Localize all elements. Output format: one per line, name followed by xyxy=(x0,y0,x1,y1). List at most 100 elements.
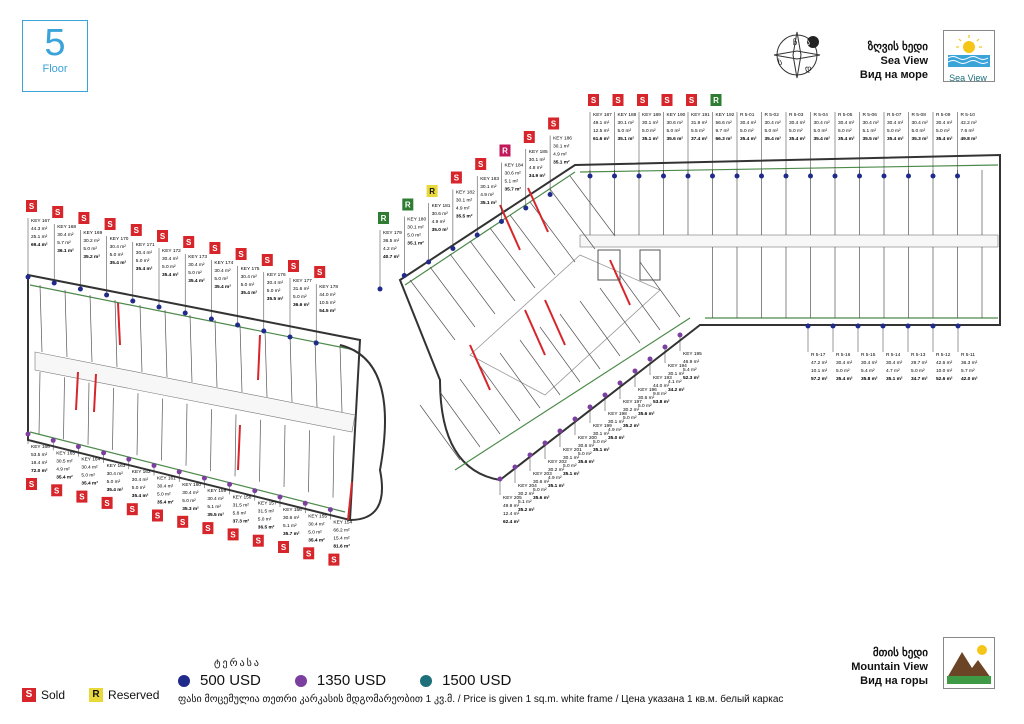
unit-terrace-area: 5.0 m² xyxy=(912,128,926,134)
unit-terrace-area: 5.0 m² xyxy=(241,282,255,288)
unit-area: 30.1 m² xyxy=(563,455,580,461)
unit-key: KEY 162 xyxy=(132,469,151,475)
sea-view-ru: Вид на море xyxy=(859,69,928,81)
unit-total-area: 35.1 m² xyxy=(618,136,635,142)
unit-key: KEY 188 xyxy=(618,112,637,118)
unit-area: 29.7 m² xyxy=(911,360,928,366)
unit-price-dot xyxy=(75,444,81,450)
unit-area: 30.4 m² xyxy=(57,232,74,238)
stair-core xyxy=(597,249,621,281)
unit-total-area: 35.4 m² xyxy=(836,376,853,382)
unit-price-dot xyxy=(261,328,267,334)
left-bottom-divider xyxy=(185,403,188,466)
left-bottom-divider xyxy=(112,387,114,450)
unit-area: 46.9 m² xyxy=(683,359,700,365)
unit-terrace-area: 12.4 m² xyxy=(503,511,520,517)
unit-terrace-area: 7.6 m² xyxy=(961,128,975,134)
unit-total-area: 52.6 m² xyxy=(936,376,953,382)
unit-key: R 5-11 xyxy=(961,352,975,358)
unit-terrace-area: 5.0 m² xyxy=(157,492,171,498)
unit-key: KEY 191 xyxy=(691,112,710,118)
mountain-view-label: მთის ხედი Mountain View Вид на горы xyxy=(800,646,928,688)
unit-terrace-area: 5.0 m² xyxy=(188,270,202,276)
unit-price-dot xyxy=(636,173,642,179)
unit-key: R 5-13 xyxy=(911,352,926,358)
unit-key: KEY 186 xyxy=(553,136,572,142)
left-bottom-divider xyxy=(38,371,41,435)
unit-total-area: 61.6 m² xyxy=(593,136,610,142)
unit-terrace-area: 10.1 m² xyxy=(811,368,828,374)
unit-total-area: 37.3 m² xyxy=(233,518,250,524)
unit-terrace-area: 4.2 m² xyxy=(383,246,397,252)
unit-terrace-area: 12.5 m² xyxy=(593,128,610,134)
unit-key: R 5-16 xyxy=(836,352,851,358)
left-top-divider xyxy=(164,309,168,378)
unit-area: 30.1 m² xyxy=(642,120,659,126)
compass-e: ა xyxy=(806,38,811,47)
left-top-divider xyxy=(114,299,118,368)
diag-lower-divider xyxy=(459,378,501,435)
unit-total-area: 35.4 m² xyxy=(838,136,855,142)
price-dot-500 xyxy=(178,674,190,687)
unit-price-dot xyxy=(499,219,504,224)
unit-total-area: 36.5 m² xyxy=(258,525,275,531)
unit-key: KEY 166 xyxy=(31,444,50,450)
unit-total-area: 35.6 m² xyxy=(667,136,684,142)
unit-terrace-area: 18.4 m² xyxy=(31,460,48,466)
unit-terrace-area: 5.1 m² xyxy=(283,523,297,529)
unit-price-dot xyxy=(50,437,56,443)
unit-status-tag xyxy=(52,206,64,218)
reserved-mark: R xyxy=(89,688,104,702)
red-wall xyxy=(527,187,549,233)
unit-terrace-area: 5.0 m² xyxy=(936,128,950,134)
unit-total-area: 35.7 m² xyxy=(505,187,522,193)
unit-key: KEY 192 xyxy=(716,112,735,118)
unit-key: KEY 154 xyxy=(333,520,352,526)
sold-label: Sold xyxy=(41,688,66,702)
unit-terrace-area: 9.7 m² xyxy=(716,128,730,134)
unit-key: R 5-03 xyxy=(789,112,804,118)
unit-terrace-area: 5.0 m² xyxy=(81,473,95,479)
unit-area: 30.1 m² xyxy=(407,225,424,231)
diag-divider xyxy=(469,240,516,302)
unit-total-area: 36.1 m² xyxy=(57,248,74,254)
unit-status-letter: S xyxy=(104,499,110,508)
unit-status-letter: S xyxy=(79,493,85,502)
unit-key: KEY 184 xyxy=(505,163,524,169)
unit-price-dot xyxy=(523,205,529,211)
unit-status-tag xyxy=(227,528,239,541)
sold-mark: S xyxy=(22,688,36,702)
unit-status-tag xyxy=(202,522,214,535)
unit-total-area: 37.4 m² xyxy=(691,136,708,142)
unit-total-area: 35.0 m² xyxy=(432,227,449,233)
unit-total-area: 35.2 m² xyxy=(518,507,535,513)
unit-area: 30.6 m² xyxy=(533,479,550,485)
unit-terrace-area: 5.0 m² xyxy=(293,294,307,300)
unit-total-area: 35.4 m² xyxy=(56,474,73,480)
sea-view-icon xyxy=(943,30,995,82)
unit-key: KEY 201 xyxy=(563,447,582,453)
unit-terrace-area: 4.7 m² xyxy=(886,368,900,374)
unit-total-area: 35.7 m² xyxy=(283,531,300,537)
unit-status-tag xyxy=(314,266,326,278)
unit-area: 31.6 m² xyxy=(293,286,310,292)
left-top-divider xyxy=(314,339,318,408)
left-wing-terrace-bottom xyxy=(29,431,346,513)
unit-terrace-area: 10.5 m² xyxy=(319,300,336,306)
unit-total-area: 35.1 m² xyxy=(553,160,570,166)
unit-price-dot xyxy=(905,323,911,329)
unit-area: 30.4 m² xyxy=(836,360,853,366)
diag-divider xyxy=(569,175,616,237)
unit-key: KEY 169 xyxy=(83,230,102,236)
floor-badge: 5 Floor xyxy=(22,20,88,92)
